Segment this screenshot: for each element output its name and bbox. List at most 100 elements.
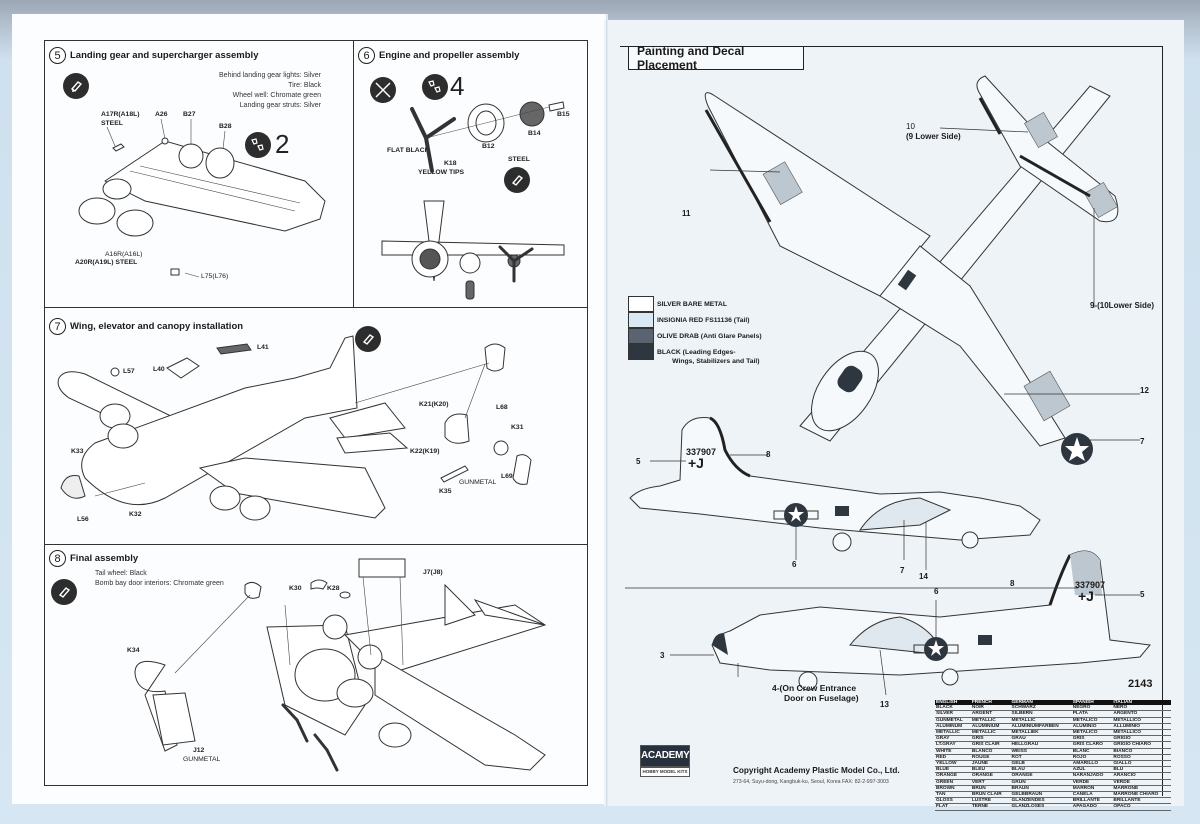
table-cell: VERT <box>970 779 1011 786</box>
step-title: Wing, elevator and canopy installation <box>70 321 244 332</box>
step-7-header: 7 Wing, elevator and canopy installation <box>49 318 243 335</box>
part-label: K34 <box>127 647 140 654</box>
table-cell: NERO <box>1112 705 1171 712</box>
table-cell: METALLIC <box>970 729 1011 737</box>
step-number: 6 <box>358 47 375 64</box>
decal-callout: 12 <box>1140 386 1149 395</box>
column-header: ITALIAN <box>1112 700 1171 706</box>
logo-subtext: HOBBY MODEL KITS <box>640 767 690 777</box>
engine-propeller-drawing <box>381 101 565 300</box>
step-title: Landing gear and supercharger assembly <box>70 50 259 61</box>
table-header-row: ENGLISH FRENCH GERMAN SPANISH ITALIAN <box>935 700 1171 706</box>
part-label: B12 <box>482 143 495 150</box>
step-6-panel: 6 Engine and propeller assembly 4 B15 B1… <box>353 40 588 310</box>
table-cell: GREEN <box>935 779 971 786</box>
table-cell: BRAUN <box>1010 785 1072 793</box>
decal-callout: 337907 <box>1075 580 1106 590</box>
legend-item: SILVER BARE METAL <box>628 296 727 312</box>
part-label: K33 <box>71 448 84 455</box>
table-cell: BROWN <box>935 785 971 793</box>
table-cell: BLUE <box>935 766 971 774</box>
paint-bottle-icon <box>355 326 381 352</box>
table-cell: GRIS CLAIR <box>970 741 1011 749</box>
repeat-parts-icon <box>422 74 448 100</box>
side-view-left-aircraft <box>629 416 1041 570</box>
legend-label: INSIGNIA RED FS11136 (Tail) <box>657 317 750 324</box>
step-5-panel: 5 Landing gear and supercharger assembly… <box>44 40 356 310</box>
kit-number: 2143 <box>1128 678 1153 690</box>
decal-callout: 13 <box>880 700 889 709</box>
table-cell: VERDE <box>1112 779 1171 786</box>
decal-callout: 7 <box>1140 437 1145 446</box>
step-6-header: 6 Engine and propeller assembly <box>358 47 519 64</box>
table-cell: ARGENTO <box>1112 710 1171 718</box>
column-header: FRENCH <box>970 700 1011 706</box>
repeat-parts-icon <box>245 132 271 158</box>
part-label: GUNMETAL <box>459 479 497 486</box>
table-cell: ALUMINUM <box>935 723 971 731</box>
part-label: B14 <box>528 130 541 137</box>
table-cell: CANELA <box>1071 791 1113 799</box>
wing-assembly-drawing <box>78 118 326 278</box>
table-cell: ROT <box>1010 754 1072 762</box>
table-cell: ARANCIO <box>1112 772 1171 780</box>
decal-callout: 6 <box>792 560 797 569</box>
table-cell: ALUMINIO <box>1071 723 1113 731</box>
table-cell: BRUN CLAIR <box>970 791 1011 799</box>
table-cell: BRUN <box>970 785 1011 793</box>
table-cell: GELBBRAUN <box>1010 791 1072 799</box>
decal-callout: 10 <box>906 122 915 131</box>
decal-callout: 337907 <box>686 447 717 457</box>
decal-callout: 9-(10Lower Side) <box>1090 301 1155 310</box>
table-cell: WEISS <box>1010 748 1072 755</box>
table-cell: BRILLANTE <box>1071 797 1113 805</box>
table-cell: BRILLANTE <box>1112 797 1171 805</box>
table-cell: METALLIEK <box>1010 729 1072 737</box>
no-glue-icon <box>370 77 396 103</box>
part-label: K32 <box>129 511 142 518</box>
color-swatch <box>628 344 654 360</box>
table-cell: GRAY <box>935 735 971 743</box>
paint-bottle-icon <box>63 73 89 99</box>
table-cell: BLANCO <box>970 748 1011 755</box>
table-cell: METALLIC <box>1010 717 1072 724</box>
part-label: B27 <box>183 111 196 118</box>
decal-callout: +J <box>688 455 704 471</box>
column-header: GERMAN <box>1010 700 1072 706</box>
step-8-panel: 8 Final assembly Tail wheel: Black Bomb … <box>44 544 588 786</box>
column-header: ENGLISH <box>935 700 971 706</box>
table-cell: METALLICO <box>1112 729 1171 737</box>
part-label: GUNMETAL <box>183 756 221 763</box>
table-cell: FLAT <box>935 803 971 811</box>
step-8-header: 8 Final assembly <box>49 550 138 567</box>
part-label: L69 <box>501 473 513 480</box>
color-swatch <box>628 296 654 312</box>
table-cell: GRIGIO CHIARO <box>1112 741 1171 749</box>
table-cell: WHITE <box>935 748 971 755</box>
page-title: Painting and Decal Placement <box>628 44 804 72</box>
table-cell: METALLIC <box>970 717 1011 724</box>
table-cell: BLANC <box>1071 748 1113 755</box>
table-cell: RED <box>935 754 971 762</box>
column-header: SPANISH <box>1071 700 1113 706</box>
part-label: L75(L76) <box>201 273 229 280</box>
table-cell: NOIR <box>970 705 1011 712</box>
address-text: 273-64, Suyu-dong, Kangbuk-ku, Seoul, Ko… <box>733 779 889 785</box>
table-cell: METALLIC <box>935 729 971 737</box>
table-cell: BLACK <box>935 705 971 712</box>
decal-callout: 8 <box>766 450 771 459</box>
table-cell: ALLUMINIO <box>1112 723 1171 731</box>
top-view-aircraft <box>704 75 1140 465</box>
paint-notes: Tail wheel: Black Bomb bay door interior… <box>95 570 224 587</box>
table-cell: TERNE <box>970 803 1011 811</box>
table-cell: SILVER <box>935 710 971 718</box>
part-label: L40 <box>153 366 165 373</box>
